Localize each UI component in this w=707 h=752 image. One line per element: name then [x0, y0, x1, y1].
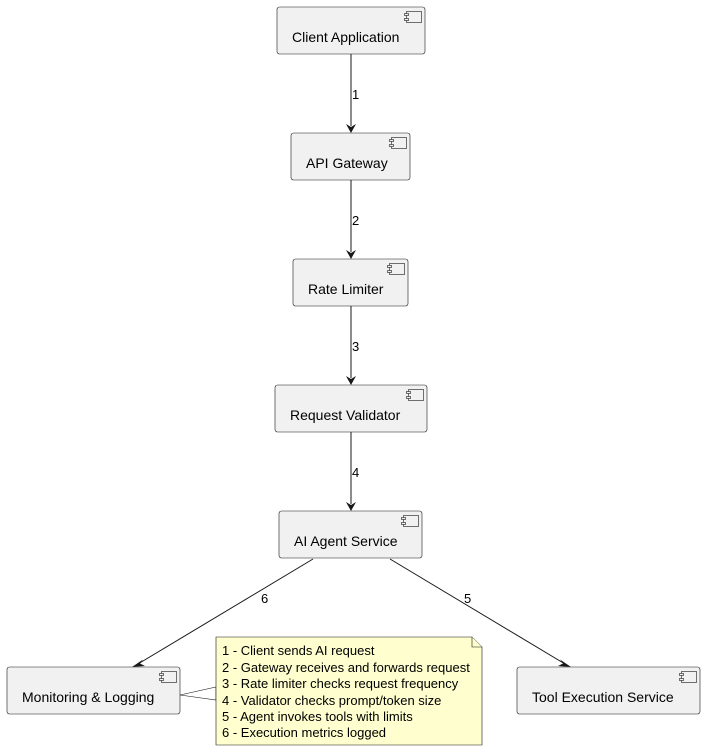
edge-limiter-to-validator: 3: [346, 306, 359, 385]
node-rate-limiter: Rate Limiter: [292, 258, 409, 307]
note-line: 6 - Execution metrics logged: [222, 725, 386, 740]
note-line: 5 - Agent invokes tools with limits: [222, 709, 413, 724]
edge-label-1: 1: [352, 87, 359, 102]
node-label: Request Validator: [290, 407, 401, 423]
note-line: 3 - Rate limiter checks request frequenc…: [222, 676, 459, 691]
component-icon: [404, 11, 422, 23]
note-line: 1 - Client sends AI request: [222, 643, 375, 658]
node-label: Tool Execution Service: [532, 689, 674, 705]
node-label: API Gateway: [306, 155, 388, 171]
edge-label-3: 3: [352, 339, 359, 354]
edge-agent-to-tools: 5: [389, 558, 571, 667]
node-label: Monitoring & Logging: [22, 689, 154, 705]
component-icon: [389, 137, 407, 149]
note-line: 2 - Gateway receives and forwards reques…: [222, 660, 470, 675]
edge-label-6: 6: [261, 591, 268, 606]
component-icon: [401, 515, 419, 527]
edge-client-to-gateway: 1: [346, 54, 359, 133]
component-icon: [679, 671, 697, 683]
component-icon: [159, 671, 177, 683]
note-corner-fold: [471, 637, 482, 648]
node-client-application: Client Application: [276, 6, 426, 55]
edge-gateway-to-limiter: 2: [346, 180, 359, 259]
component-icon: [406, 389, 424, 401]
edge-label-5: 5: [464, 591, 471, 606]
node-label: Rate Limiter: [308, 281, 384, 297]
edge-label-4: 4: [352, 465, 359, 480]
note-connector: [179, 686, 217, 701]
node-ai-agent-service: AI Agent Service: [278, 510, 423, 559]
edge-agent-to-monitoring: 6: [132, 558, 314, 667]
edge-label-2: 2: [352, 213, 359, 228]
component-icon: [387, 263, 405, 275]
node-request-validator: Request Validator: [274, 384, 428, 433]
note-body: [215, 636, 483, 746]
node-label: Client Application: [292, 29, 399, 45]
legend-note: 1 - Client sends AI request 2 - Gateway …: [179, 636, 483, 746]
node-tool-execution-service: Tool Execution Service: [516, 666, 701, 715]
node-label: AI Agent Service: [294, 533, 398, 549]
note-line: 4 - Validator checks prompt/token size: [222, 693, 441, 708]
node-api-gateway: API Gateway: [290, 132, 411, 181]
node-monitoring-logging: Monitoring & Logging: [6, 666, 181, 715]
edge-validator-to-agent: 4: [346, 432, 359, 511]
